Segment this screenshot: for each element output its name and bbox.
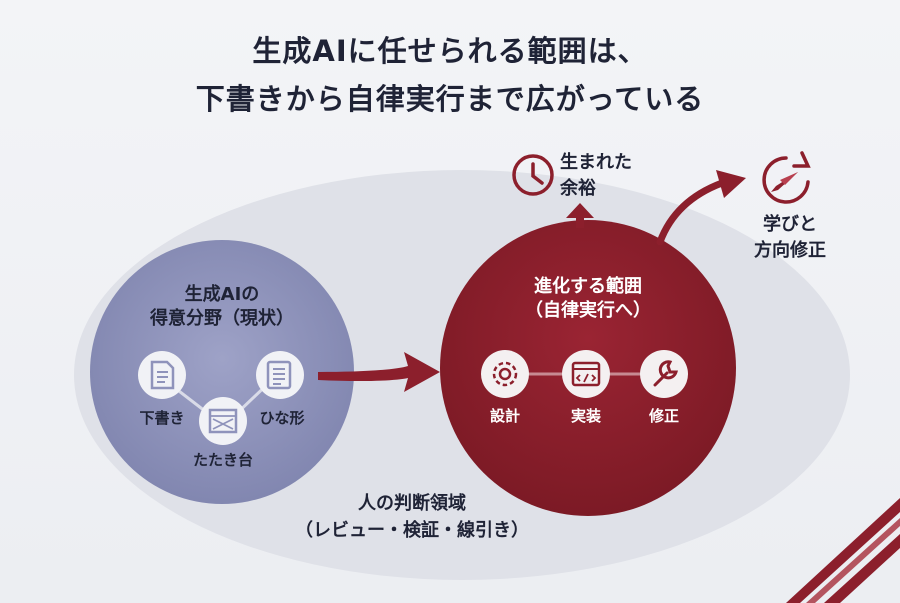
free-time-line1: 生まれた bbox=[560, 152, 632, 173]
template-icon bbox=[266, 360, 292, 390]
clock-icon bbox=[512, 154, 554, 196]
gear-icon bbox=[492, 361, 518, 387]
wireframe-icon bbox=[208, 408, 238, 434]
current-zone-heading-line2: 得意分野（現状） bbox=[150, 308, 294, 329]
expansion-arrow bbox=[318, 352, 440, 392]
icon-bg bbox=[199, 397, 247, 445]
expanding-item-label: 実装 bbox=[570, 407, 601, 425]
current-zone-heading: 生成AIの 得意分野（現状） bbox=[132, 283, 312, 331]
current-zone-circle bbox=[90, 240, 354, 504]
expanding-zone-heading: 進化する範囲 （自律実行へ） bbox=[488, 275, 688, 323]
human-zone-line2: （レビュー・検証・線引き） bbox=[295, 520, 529, 541]
compass-icon bbox=[762, 151, 811, 204]
corner-stripes bbox=[786, 498, 900, 603]
curved-arrow bbox=[656, 179, 726, 246]
icon-bg bbox=[481, 350, 529, 398]
expanding-zone-heading-line2: （自律実行へ） bbox=[525, 300, 651, 321]
expanding-item-label: 設計 bbox=[489, 407, 520, 425]
free-time-label: 生まれた 余裕 bbox=[560, 150, 650, 202]
wrench-icon bbox=[653, 360, 678, 387]
human-zone-label: 人の判断領域 （レビュー・検証・線引き） bbox=[262, 490, 562, 544]
current-item-label: 下書き bbox=[139, 409, 185, 427]
icon-bg bbox=[562, 350, 610, 398]
expanding-item-label: 修正 bbox=[648, 407, 679, 425]
learning-line1: 学びと bbox=[763, 214, 817, 235]
current-zone-heading-line1: 生成AIの bbox=[184, 284, 260, 305]
human-zone-line1: 人の判断領域 bbox=[358, 493, 466, 514]
up-arrow bbox=[566, 203, 594, 228]
icon-bg bbox=[138, 351, 186, 399]
page-title-line2: 下書きから自律実行まで広がっている bbox=[195, 82, 705, 116]
free-time-line2: 余裕 bbox=[560, 178, 596, 199]
current-item-label: ひな形 bbox=[259, 409, 305, 427]
curved-arrow-head bbox=[716, 170, 746, 198]
expanding-zone-heading-line1: 進化する範囲 bbox=[534, 276, 642, 297]
current-item-label: たたき台 bbox=[192, 451, 253, 469]
page-title-line1: 生成AIに任せられる範囲は、 bbox=[252, 34, 648, 68]
document-icon bbox=[150, 360, 175, 390]
code-window-icon bbox=[571, 361, 601, 387]
learning-label: 学びと 方向修正 bbox=[735, 212, 845, 264]
learning-line2: 方向修正 bbox=[754, 240, 826, 261]
